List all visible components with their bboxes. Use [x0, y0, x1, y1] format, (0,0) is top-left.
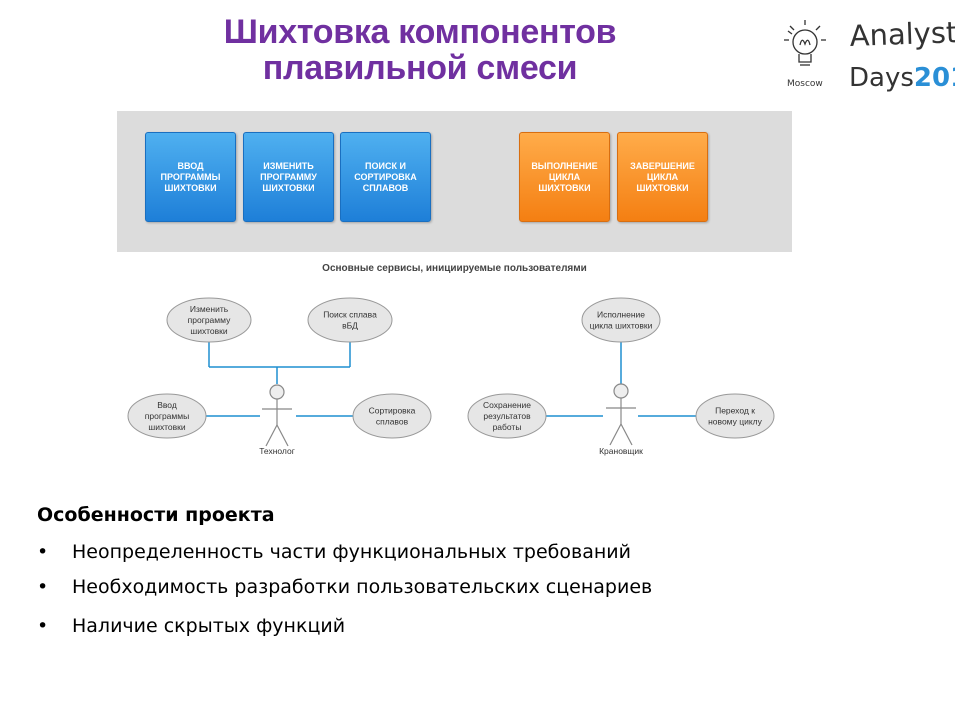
bullet: • — [37, 576, 49, 598]
service-execute-cycle[interactable]: ВЫПОЛНЕНИЕ ЦИКЛА ШИХТОВКИ — [519, 132, 610, 222]
usecase-execute-cycle — [581, 297, 661, 343]
feature-text: Неопределенность части функциональных тр… — [72, 541, 631, 563]
list-item: • Неопределенность части функциональных … — [37, 540, 652, 575]
actor-crane-operator-label: Крановщик — [599, 446, 643, 456]
usecase-sort-alloys — [352, 393, 432, 439]
service-search-sort[interactable]: ПОИСК И СОРТИРОВКА СПЛАВОВ — [340, 132, 431, 222]
slide-title: Шихтовка компонентов плавильной смеси — [150, 14, 690, 86]
usecase-search-alloy — [307, 297, 393, 343]
services-caption: Основные сервисы, инициируемые пользоват… — [322, 263, 587, 274]
service-change-program[interactable]: ИЗМЕНИТЬ ПРОГРАММУ ШИХТОВКИ — [243, 132, 334, 222]
service-finish-cycle[interactable]: ЗАВЕРШЕНИЕ ЦИКЛА ШИХТОВКИ — [617, 132, 708, 222]
feature-text: Наличие скрытых функций — [72, 615, 346, 637]
usecase-change-program — [166, 297, 252, 343]
features-heading: Особенности проекта — [37, 504, 275, 526]
svg-text:Days2014: Days2014 — [849, 63, 955, 93]
bullet: • — [37, 541, 49, 563]
slide-title-line1: Шихтовка компонентов — [223, 13, 617, 51]
bullet: • — [37, 615, 49, 637]
actor-technologist-label: Технолог — [259, 446, 295, 456]
slide-title-line2: плавильной смеси — [262, 49, 578, 87]
analyst-days-logo: Moscow Analyst Days2014 — [784, 15, 955, 93]
connector-lines — [206, 338, 697, 417]
usecase-save-results — [467, 393, 547, 439]
services-panel: ВВОД ПРОГРАММЫ ШИХТОВКИ ИЗМЕНИТЬ ПРОГРАМ… — [117, 111, 792, 252]
usecase-input-program — [127, 393, 207, 439]
actor-technologist — [262, 384, 292, 447]
svg-text:Analyst: Analyst — [849, 15, 955, 53]
features-list: • Неопределенность части функциональных … — [37, 540, 652, 649]
list-item: • Необходимость разработки пользовательс… — [37, 575, 652, 610]
usecase-next-cycle — [695, 393, 775, 439]
list-item: • Наличие скрытых функций — [37, 614, 652, 649]
actor-crane-operator — [606, 383, 636, 446]
feature-text: Необходимость разработки пользовательски… — [72, 576, 653, 598]
lightbulb-icon — [784, 20, 826, 66]
svg-text:Moscow: Moscow — [787, 79, 823, 89]
service-input-program[interactable]: ВВОД ПРОГРАММЫ ШИХТОВКИ — [145, 132, 236, 222]
